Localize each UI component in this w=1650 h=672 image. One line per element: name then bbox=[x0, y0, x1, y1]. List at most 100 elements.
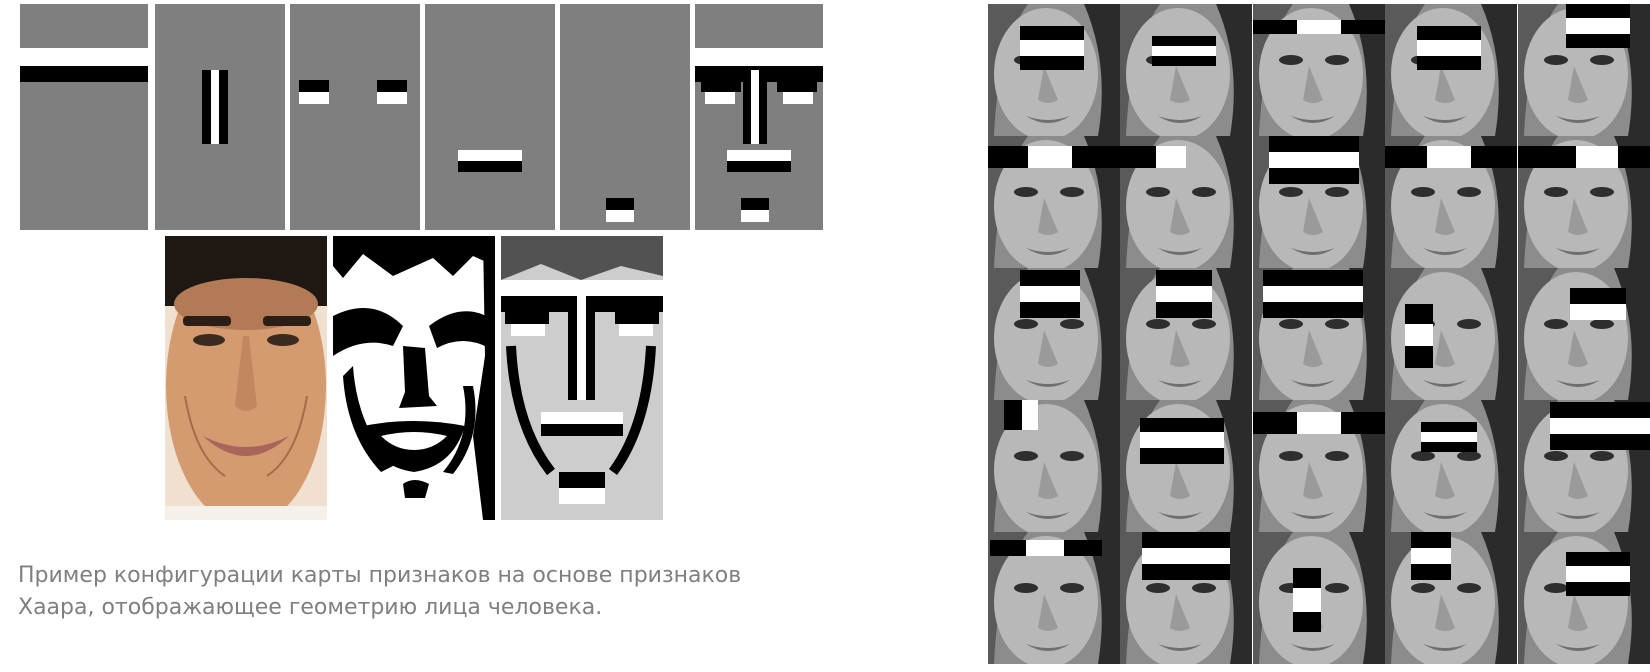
face-shading bbox=[1060, 583, 1084, 593]
haar-white-rect bbox=[1022, 400, 1038, 430]
face-shading bbox=[1060, 319, 1084, 329]
haar-white-rect bbox=[1028, 146, 1072, 168]
face-shading bbox=[1026, 248, 1070, 255]
face-shading bbox=[1252, 4, 1293, 136]
face-shading bbox=[1120, 400, 1253, 532]
face-tile-image bbox=[1120, 136, 1253, 268]
left-eye-black bbox=[299, 80, 329, 92]
face-shading bbox=[1146, 187, 1171, 197]
face-shading bbox=[1589, 187, 1614, 197]
face-shading bbox=[1324, 187, 1349, 197]
face-shading bbox=[988, 532, 1120, 664]
face-tile bbox=[1120, 136, 1253, 268]
haar-white-rect bbox=[1575, 146, 1618, 168]
haar-black-rect bbox=[1004, 400, 1022, 430]
face-shading bbox=[1170, 594, 1191, 631]
face-shading bbox=[1543, 451, 1568, 461]
haar-black-rect bbox=[1549, 402, 1650, 418]
face-shading bbox=[1302, 330, 1323, 367]
face-shading bbox=[1158, 248, 1203, 255]
face-shading bbox=[1517, 4, 1650, 136]
face-shading bbox=[1435, 198, 1456, 235]
haar-white-rect bbox=[1156, 286, 1213, 302]
face-tile-image bbox=[988, 4, 1120, 136]
face-tile-image bbox=[988, 268, 1120, 400]
haar-white-rect bbox=[1565, 566, 1630, 582]
face-tile bbox=[1517, 268, 1650, 400]
haar-black-rect bbox=[1142, 532, 1231, 548]
face-tile bbox=[1517, 4, 1650, 136]
face-shading bbox=[1014, 583, 1038, 593]
face-shading bbox=[1423, 248, 1468, 255]
face-shading bbox=[1543, 55, 1568, 65]
face-tile bbox=[1385, 400, 1518, 532]
black-bar-right bbox=[219, 70, 228, 144]
face-shading bbox=[1423, 380, 1468, 387]
haar-black-rect bbox=[1268, 136, 1359, 152]
face-shading bbox=[1567, 198, 1588, 235]
face-shading bbox=[1146, 583, 1171, 593]
face-tile bbox=[1517, 400, 1650, 532]
haar-black-rect bbox=[1471, 146, 1518, 168]
haar-black-rect bbox=[1405, 346, 1434, 368]
haar-black-rect bbox=[1617, 146, 1650, 168]
face-shading bbox=[988, 400, 1028, 532]
face-shading bbox=[1324, 319, 1349, 329]
face-tile bbox=[1252, 4, 1385, 136]
face-shading bbox=[1158, 512, 1203, 519]
face-tile-image bbox=[1120, 400, 1253, 532]
face-tile-image bbox=[1385, 4, 1518, 136]
forehead-edge-feature bbox=[20, 4, 148, 230]
face-tile-image bbox=[1517, 268, 1650, 400]
haar-black-rect bbox=[1064, 540, 1102, 556]
face-tile bbox=[1120, 400, 1253, 532]
face-tile-image bbox=[1517, 136, 1650, 268]
combo-white-band bbox=[695, 48, 823, 66]
haar-black-rect bbox=[1252, 20, 1297, 34]
combo-nose-black-right bbox=[759, 70, 767, 144]
combo-left-eye-black bbox=[701, 82, 741, 92]
face-shading bbox=[1014, 319, 1038, 329]
face-tile bbox=[988, 268, 1120, 400]
face-shading bbox=[1278, 319, 1303, 329]
haar-black-rect bbox=[1020, 302, 1080, 318]
face-shading bbox=[1252, 136, 1293, 268]
face-shading bbox=[1120, 136, 1253, 268]
face-shading bbox=[1158, 116, 1203, 123]
face-shading bbox=[1567, 594, 1588, 631]
face-shading bbox=[1589, 55, 1614, 65]
face-shading bbox=[1385, 4, 1426, 136]
left-eye-white bbox=[299, 92, 329, 104]
face-tile bbox=[1252, 136, 1385, 268]
white-bar bbox=[211, 70, 219, 144]
face-shading bbox=[1192, 583, 1217, 593]
face-shading bbox=[1517, 268, 1650, 400]
face-shading bbox=[1120, 268, 1161, 400]
face-shading bbox=[1543, 319, 1568, 329]
face-shading bbox=[1517, 4, 1558, 136]
face-shading bbox=[1457, 451, 1482, 461]
face-shading bbox=[1567, 462, 1588, 499]
face-shading bbox=[1411, 583, 1436, 593]
caption-line-1: Пример конфигурации карты признаков на о… bbox=[18, 563, 742, 588]
haar-black-rect bbox=[1156, 302, 1213, 318]
eyes-feature bbox=[290, 4, 420, 230]
face-shading bbox=[1060, 187, 1084, 197]
face-shading bbox=[1517, 268, 1558, 400]
haar-white-rect bbox=[1026, 540, 1064, 556]
face-shading bbox=[1385, 532, 1426, 664]
haar-black-rect bbox=[1385, 146, 1428, 168]
face-shading bbox=[1120, 4, 1253, 136]
face-shading bbox=[1252, 4, 1385, 136]
face-shading bbox=[1158, 644, 1203, 651]
combo-chin-black bbox=[741, 198, 769, 210]
face-shading bbox=[1146, 319, 1171, 329]
face-shading bbox=[1385, 400, 1518, 532]
face-shading bbox=[988, 532, 1028, 664]
face-shading bbox=[1324, 55, 1349, 65]
face-shading bbox=[1457, 319, 1482, 329]
face-shading bbox=[1302, 66, 1323, 103]
face-tile-image bbox=[1252, 136, 1385, 268]
face-shading bbox=[1411, 187, 1436, 197]
right-eye-white bbox=[377, 92, 407, 104]
